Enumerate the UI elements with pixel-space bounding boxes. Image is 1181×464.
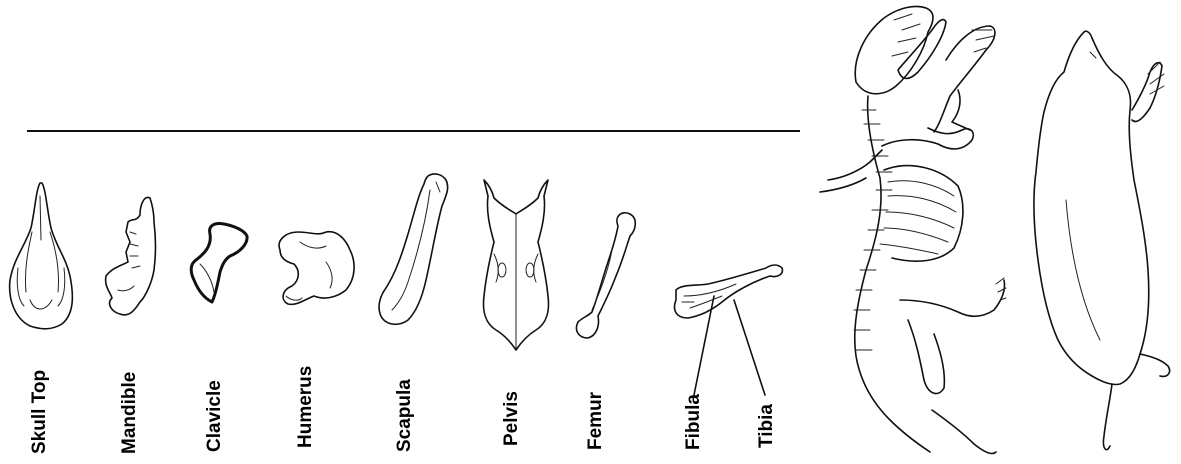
label-mandible: Mandible <box>120 372 139 454</box>
fibula-pointer <box>694 296 714 395</box>
label-fibula: Fibula <box>684 394 703 450</box>
skull-top-drawing <box>10 183 73 329</box>
label-humerus: Humerus <box>296 366 315 448</box>
humerus-drawing <box>279 232 354 305</box>
fibula-tibia-drawing <box>675 265 783 395</box>
clavicle-drawing <box>191 223 247 302</box>
mole-outline-drawing <box>1034 31 1170 449</box>
articulated-skeleton-drawing <box>820 6 1006 453</box>
label-femur: Femur <box>586 392 605 450</box>
label-pelvis: Pelvis <box>502 391 521 446</box>
label-skull-top: Skull Top <box>30 370 49 454</box>
label-scapula: Scapula <box>395 379 414 452</box>
label-clavicle: Clavicle <box>205 380 224 452</box>
femur-drawing <box>576 213 635 338</box>
mandible-drawing <box>106 197 156 314</box>
pelvis-drawing <box>484 180 549 350</box>
scapula-drawing <box>379 174 448 324</box>
tibia-pointer <box>734 300 765 395</box>
label-tibia: Tibia <box>757 404 776 448</box>
